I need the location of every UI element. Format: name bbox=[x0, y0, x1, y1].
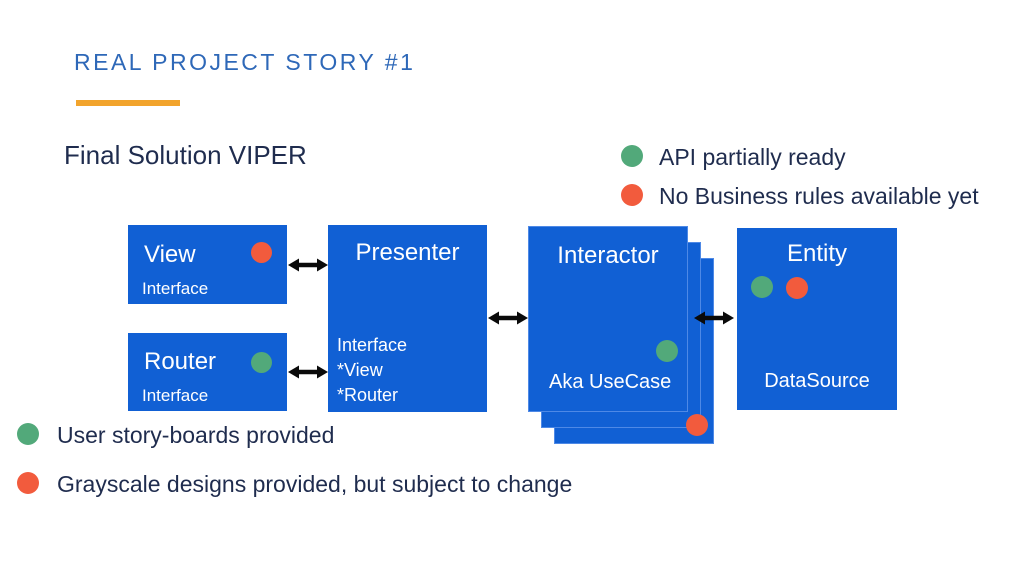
legend-no-rules-dot-icon bbox=[621, 184, 643, 206]
interactor-stack-status-dot-icon bbox=[686, 414, 708, 436]
entity-status-dot-orange-icon bbox=[786, 277, 808, 299]
legend-api-ready-dot-icon bbox=[621, 145, 643, 167]
view-box-title: View bbox=[144, 241, 196, 268]
slide-subtitle: Final Solution VIPER bbox=[64, 140, 307, 170]
legend-storyboards-label: User story-boards provided bbox=[57, 422, 335, 448]
arrow-router-presenter-icon bbox=[288, 365, 328, 379]
interactor-box-subtitle: Aka UseCase bbox=[549, 371, 672, 393]
legend-grayscale-label: Grayscale designs provided, but subject … bbox=[57, 471, 573, 497]
legend-grayscale-dot-icon bbox=[17, 472, 39, 494]
presenter-box-lines: Interface *View *Router bbox=[337, 333, 407, 408]
presenter-line-router: *Router bbox=[337, 385, 399, 405]
slide-title: REAL PROJECT STORY #1 bbox=[74, 49, 416, 75]
legend-api-ready-label: API partially ready bbox=[659, 144, 846, 170]
view-box-subtitle: Interface bbox=[142, 279, 209, 298]
arrow-interactor-entity-icon bbox=[694, 311, 734, 325]
interactor-box: Interactor Aka UseCase bbox=[528, 226, 688, 412]
arrow-presenter-interactor-icon bbox=[488, 311, 528, 325]
entity-box: Entity DataSource bbox=[737, 228, 897, 410]
router-box: Router Interface bbox=[128, 333, 287, 411]
presenter-box: Presenter Interface *View *Router bbox=[328, 225, 487, 412]
view-box: View Interface bbox=[128, 225, 287, 304]
entity-box-subtitle: DataSource bbox=[764, 370, 870, 392]
interactor-box-title: Interactor bbox=[557, 242, 659, 269]
arrow-view-presenter-icon bbox=[288, 258, 328, 272]
entity-status-dot-green-icon bbox=[751, 276, 773, 298]
view-status-dot-icon bbox=[251, 242, 272, 263]
router-box-title: Router bbox=[144, 348, 217, 375]
presenter-line-view: *View bbox=[337, 360, 383, 380]
entity-box-title: Entity bbox=[786, 240, 848, 267]
interactor-status-dot-icon bbox=[656, 340, 678, 362]
legend-storyboards-dot-icon bbox=[17, 423, 39, 445]
presenter-line-interface: Interface bbox=[337, 335, 408, 355]
title-underline bbox=[76, 100, 180, 106]
legend-no-rules-label: No Business rules available yet bbox=[659, 183, 979, 209]
router-box-subtitle: Interface bbox=[142, 386, 209, 405]
presenter-box-title: Presenter bbox=[355, 239, 460, 266]
router-status-dot-icon bbox=[251, 352, 272, 373]
